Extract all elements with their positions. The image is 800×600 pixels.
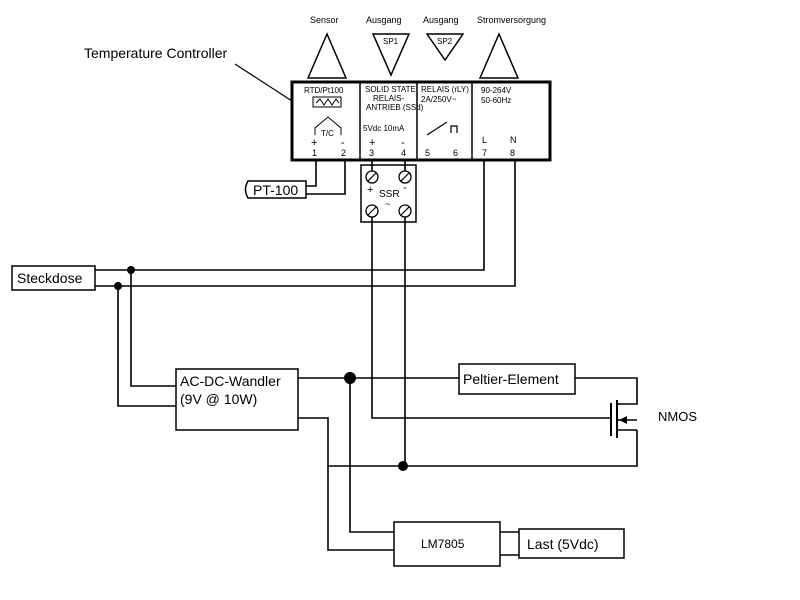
peltier-element-box [458,363,576,395]
ssr-ac-label: ~ [385,199,390,209]
ssr-minus-label: - [403,182,407,194]
ssr-screw-3-slot [367,206,377,216]
ssr-label: SSR [379,189,400,200]
load-box [518,528,625,559]
steckdose-label: Steckdose [17,270,83,286]
ssr-section-line1: SOLID STATE [365,85,416,94]
wire-pt100-pin1 [306,160,317,187]
nmos-label: NMOS [658,409,697,424]
tc-label: T/C [321,129,334,138]
lm7805-box [393,521,501,567]
pin8-number: 8 [510,148,515,158]
ssr-plus-label: + [367,184,373,196]
load-label: Last (5Vdc) [527,536,599,552]
relay-switch-icon [426,121,448,136]
output2-triangle-icon [425,33,465,62]
ssr-screw-2-slot [400,172,410,182]
pin3-number: 3 [369,148,374,158]
title-pointer-line [234,63,293,102]
controller-title: Temperature Controller [84,45,228,61]
junction-ground [398,461,408,471]
sp1-label: SP1 [383,37,399,46]
relay-contact-icon [450,125,458,133]
sensor-triangle-icon [306,32,348,79]
pin3-plus: + [369,137,375,149]
pin1-number: 1 [312,148,317,158]
controller-body [290,80,552,162]
rtd-resistor-icon [312,96,342,108]
output1-triangle-icon [371,33,411,77]
wire-pt100-pin2 [306,160,346,195]
pin4-minus: - [401,137,405,149]
pin7-number: 7 [482,148,487,158]
wire-mains-l [95,160,485,271]
relay-section-line1: RELAIS (rLY) [421,85,469,94]
output2-label: Ausgang [423,15,459,25]
thermocouple-icon [314,116,342,135]
ssr-section-spec: 5Vdc 10mA [363,124,405,133]
pin6-number: 6 [453,148,458,158]
power-section-line2: 50-60Hz [481,96,511,105]
wire-peltier-to-nmos [575,377,638,405]
wire-mains-n [95,160,516,287]
acdc-label-line1: AC-DC-Wandler [180,373,281,389]
acdc-label-line2: (9V @ 10W) [180,391,257,407]
output1-label: Ausgang [366,15,402,25]
wire-dc-to-lm7805 [349,378,394,533]
relay-section-line2: 2A/250V~ [421,95,457,104]
pin5-number: 5 [425,148,430,158]
ssr-section-line2: RELAIS- [373,94,404,103]
pt100-label: PT-100 [253,182,298,198]
peltier-label: Peltier-Element [463,371,559,387]
power-triangle-icon [478,32,520,79]
acdc-converter-box [175,368,299,431]
rtd-label: RTD/Pt100 [304,86,344,95]
terminal-n-label: N [510,135,517,145]
pin2-minus: - [341,137,345,149]
pt100-sensor-body [244,180,307,199]
wire-acdc-negative [298,417,329,466]
terminal-l-label: L [482,135,487,145]
ssr-screw-4-slot [400,206,410,216]
power-section-line1: 90-264V [481,86,512,95]
ssr-section-line3: ANTRIEB (SSd) [366,103,424,112]
pin1-plus: + [311,137,317,149]
sensor-label: Sensor [310,15,339,25]
steckdose-box [11,265,96,291]
sp2-label: SP2 [437,37,453,46]
wire-mains-n-to-acdc [117,286,176,407]
wire-mains-l-to-acdc [130,270,176,387]
ssr-screw-1-slot [367,172,377,182]
pin2-number: 2 [341,148,346,158]
power-label: Stromversorgung [477,15,546,25]
rtd-zigzag-icon [315,98,340,106]
lm7805-label: LM7805 [421,537,465,551]
wire-ssr-to-nmos-gate [371,217,611,419]
pin4-number: 4 [401,148,406,158]
